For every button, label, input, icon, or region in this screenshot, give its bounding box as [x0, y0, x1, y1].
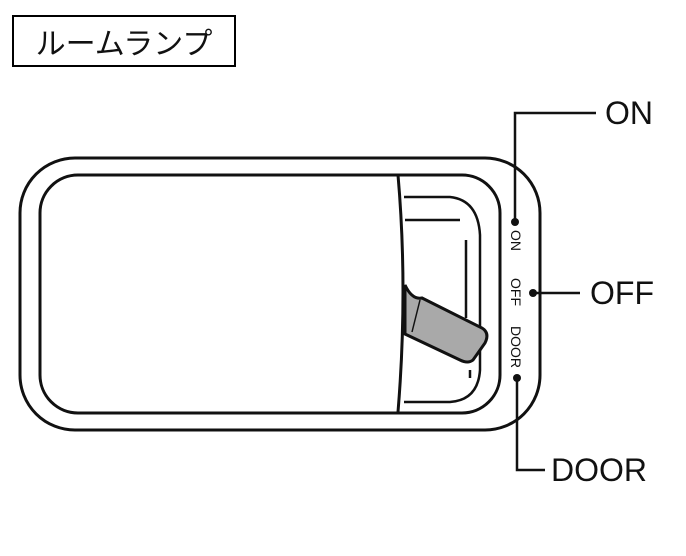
title-box: ルームランプ	[12, 15, 236, 67]
switch-label-door: DOOR	[508, 326, 524, 368]
door-dot	[513, 374, 521, 382]
switch-label-on: ON	[508, 230, 524, 251]
on-dot	[511, 218, 519, 226]
switch-recess-inner	[405, 218, 472, 378]
switch-recess-upper	[404, 195, 482, 404]
title: ルームランプ	[35, 27, 213, 62]
callout-door: DOOR	[551, 452, 647, 488]
lens-cover	[396, 174, 405, 413]
switch-label-off: OFF	[508, 278, 524, 306]
on-leader-line	[513, 111, 596, 222]
callout-off: OFF	[590, 275, 654, 311]
lamp-inner-frame	[38, 173, 502, 415]
callout-on: ON	[605, 95, 653, 131]
door-leader-line	[515, 378, 545, 472]
off-dot	[529, 289, 537, 297]
switch-lever[interactable]	[403, 284, 489, 364]
lamp-outer-housing	[18, 156, 542, 432]
